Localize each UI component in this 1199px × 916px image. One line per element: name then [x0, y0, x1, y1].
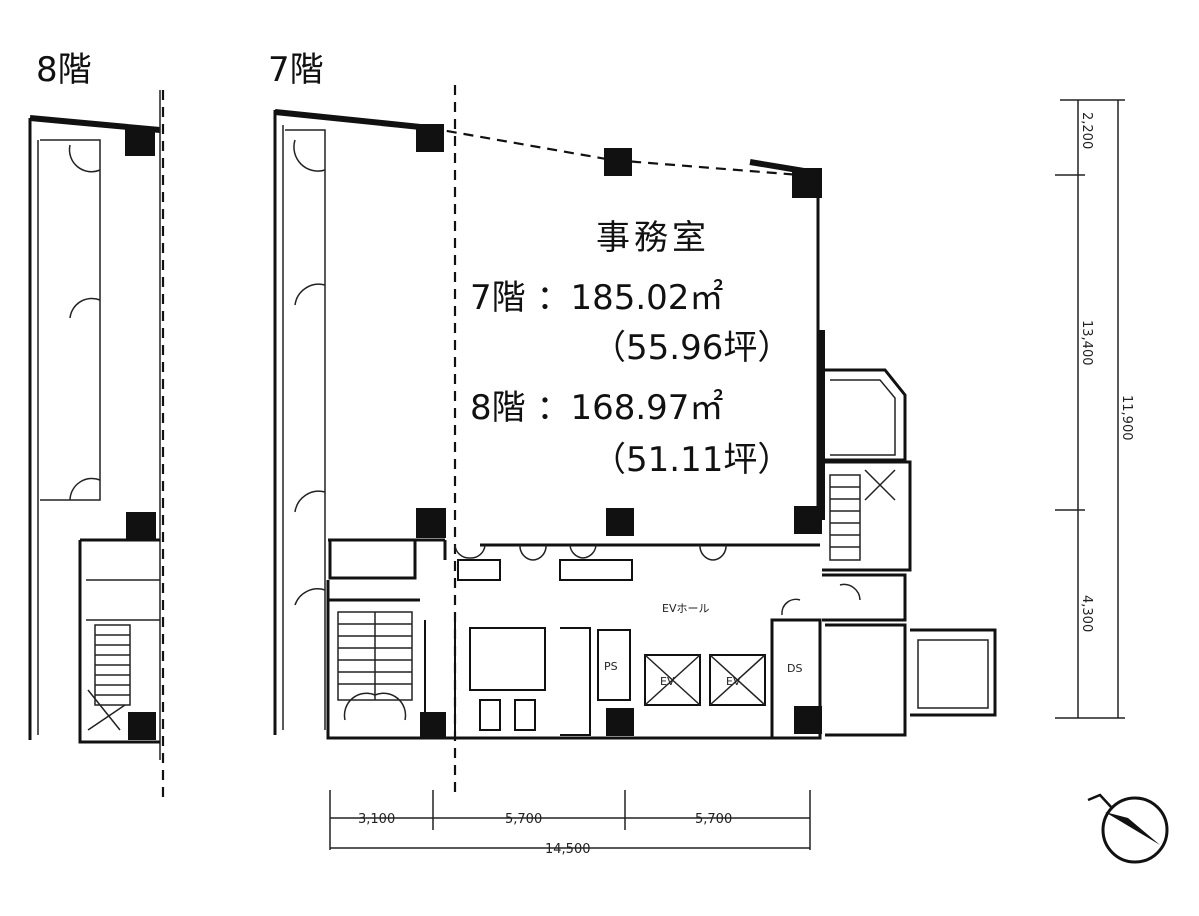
- dim-right-total: 11,900: [1119, 395, 1134, 441]
- ev-hall-label: EVホール: [662, 602, 709, 615]
- ev-a-label: EV: [660, 675, 675, 688]
- floor-7-plan: EVホール EV EV PS DS: [273, 85, 997, 795]
- floor-8-tsubo: （51.11坪）: [592, 440, 792, 480]
- bottom-dimensions: 3,100 5,700 5,700 14,500: [329, 790, 811, 857]
- dim-right-2: 13,400: [1079, 320, 1094, 366]
- dim-right-1: 2,200: [1079, 112, 1094, 149]
- ds-label: DS: [787, 662, 802, 675]
- floor-8-label: 8階: [36, 50, 92, 90]
- dim-bottom-1: 3,100: [358, 812, 395, 827]
- office-title: 事務室: [596, 218, 710, 258]
- right-dimensions: 2,200 13,400 4,300 11,900: [1055, 99, 1134, 719]
- floor-7-area: 7階 ：185.02㎡: [470, 278, 724, 318]
- dim-right-3: 4,300: [1079, 595, 1094, 632]
- floor-7-tsubo: （55.96坪）: [592, 328, 792, 368]
- ps-label: PS: [604, 660, 618, 673]
- dim-bottom-total: 14,500: [545, 842, 591, 857]
- dim-bottom-3: 5,700: [695, 812, 732, 827]
- ev-b-label: EV: [726, 675, 741, 688]
- floor-8-area: 8階 ：168.97㎡: [470, 388, 724, 428]
- dim-bottom-2: 5,700: [505, 812, 542, 827]
- north-arrow-icon: [1087, 793, 1169, 864]
- floor-8-plan: [28, 90, 165, 800]
- floor-7-label: 7階: [268, 50, 324, 90]
